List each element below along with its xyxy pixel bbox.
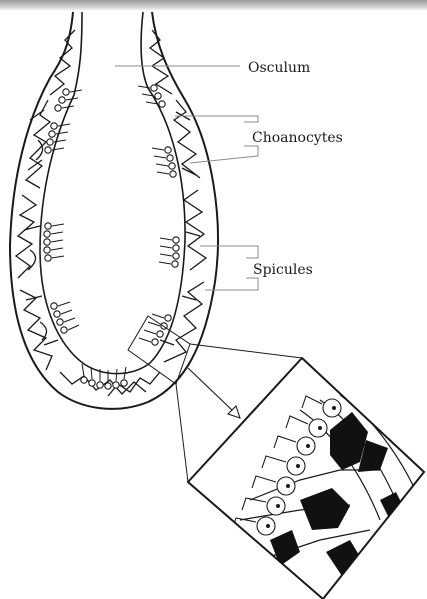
leader-lines	[115, 66, 258, 290]
choanocyte-rows-right	[151, 85, 179, 345]
inset-detail	[188, 358, 424, 599]
body-wall-left-texture	[16, 30, 146, 394]
magnify-line-2	[176, 384, 188, 482]
magnify-line-1	[190, 344, 302, 358]
label-osculum: Osculum	[248, 60, 310, 76]
magnify-arrow	[188, 368, 234, 412]
label-choanocytes: Choanocytes	[252, 130, 343, 146]
choanocyte-rows-bottom	[81, 377, 127, 389]
body-wall-outer	[10, 12, 218, 409]
choanocyte-rows-left	[44, 89, 69, 333]
label-spicules: Spicules	[253, 262, 313, 278]
